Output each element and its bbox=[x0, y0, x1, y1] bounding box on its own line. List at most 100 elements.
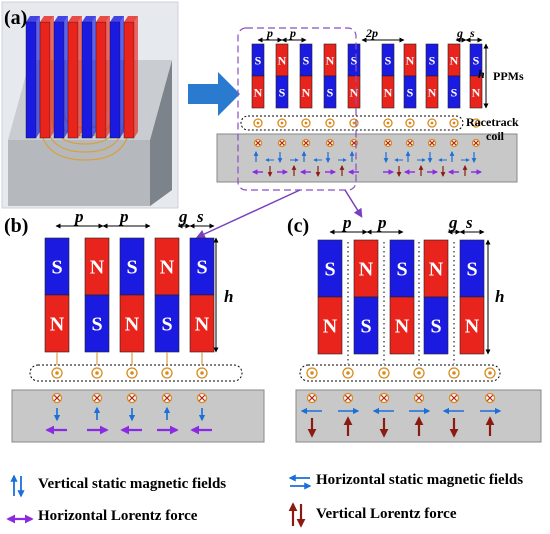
panel-c-magnet-1-top bbox=[317, 239, 343, 298]
panel-a-right-magnet-3-bottom bbox=[425, 75, 439, 109]
panel-b-label: (b) bbox=[4, 215, 28, 237]
ppm-bars-3d bbox=[25, 16, 138, 139]
panel-b-conductor-dot-1 bbox=[55, 371, 59, 375]
ppm-bar-3d-4 bbox=[67, 21, 79, 139]
panel-c-field-arrows bbox=[300, 407, 502, 438]
panel-a-left-magnet-4-bottom bbox=[323, 75, 337, 109]
panel-a-right-pole-label-1-top: S bbox=[385, 53, 392, 67]
ppm-bar-3d-3 bbox=[53, 21, 65, 139]
panel-b-magnet-1-top bbox=[44, 237, 70, 296]
panel-a-dim-2p: 2p bbox=[365, 26, 378, 40]
panel-c-pole-label-2-top: N bbox=[359, 259, 374, 281]
panel-b-pole-label-5-bottom: N bbox=[195, 314, 210, 336]
panel-c-coil-conductors bbox=[306, 242, 496, 404]
panel-b-conductor-plate bbox=[11, 389, 265, 443]
panel-c-conductor-dot-3 bbox=[382, 371, 386, 375]
panel-b-pole-label-1-bottom: N bbox=[50, 314, 65, 336]
substrate-side-face bbox=[150, 60, 172, 206]
legend-vertical-field: Vertical static magnetic fields bbox=[38, 476, 226, 493]
panel-a-dim-g: g bbox=[456, 26, 463, 40]
ppm-bar-3d-7 bbox=[109, 21, 121, 139]
panel-c-conductor-dot-2 bbox=[346, 371, 350, 375]
panel-a-conductor-dot-5 bbox=[352, 121, 356, 125]
panel-a-left-pole-label-2-top: N bbox=[278, 53, 287, 67]
panel-c-pole-label-5-bottom: N bbox=[465, 316, 480, 338]
panel-c-conductor-dot-5 bbox=[452, 371, 456, 375]
transition-arrow bbox=[188, 72, 240, 116]
ppms-label: PPMs bbox=[493, 69, 524, 83]
panel-a-selection-box bbox=[237, 27, 357, 191]
ppm-bar-3d-6 bbox=[95, 21, 107, 139]
panel-a-coil-outline bbox=[240, 115, 464, 131]
panel-b-pole-label-1-top: S bbox=[51, 257, 62, 279]
panel-a-right-pole-label-5-top: S bbox=[473, 53, 480, 67]
panel-c-magnet-2-bottom bbox=[353, 296, 379, 355]
panel-b-conductor-dot-2 bbox=[95, 371, 99, 375]
panel-c-dim-p2: p bbox=[376, 213, 387, 232]
panel-a-left-pole-label-1-top: S bbox=[255, 53, 262, 67]
panel-a-left-pole-label-1-bottom: N bbox=[254, 85, 263, 99]
panel-b-dim-s: s bbox=[196, 207, 204, 226]
panel-c-pole-label-1-bottom: N bbox=[323, 316, 338, 338]
panel-a-label: (a) bbox=[4, 7, 27, 29]
panel-a-right-pole-label-2-top: N bbox=[406, 53, 415, 67]
panel-a-left-pole-label-4-bottom: S bbox=[327, 85, 334, 99]
legend-icons bbox=[6, 474, 312, 528]
ppm-bar-3d-8 bbox=[123, 21, 135, 139]
panel-c-magnet-5-bottom bbox=[459, 296, 485, 355]
panel-b-dim-p1: p bbox=[73, 207, 84, 226]
panel-a-conductor-dot-4 bbox=[328, 121, 332, 125]
panel-a-left-pole-label-4-top: N bbox=[326, 53, 335, 67]
panel-c-conductor-dot-6 bbox=[488, 371, 492, 375]
panel-a-conductor-dot-9 bbox=[452, 121, 456, 125]
panel-a-3d-illustration bbox=[1, 1, 179, 209]
panel-c-magnet-4-bottom bbox=[423, 296, 449, 355]
panel-a-left-pole-label-5-bottom: N bbox=[350, 85, 359, 99]
panel-a-left-magnet-1-bottom bbox=[251, 75, 265, 109]
horizontal-field-legend-icon bbox=[288, 474, 312, 490]
panel-c-dim-p1: p bbox=[341, 213, 352, 232]
panel-a-conductor-dot-7 bbox=[408, 121, 412, 125]
panel-b-magnet-3-top bbox=[119, 237, 145, 296]
panel-c-magnet-1-bottom bbox=[317, 296, 343, 355]
panel-a-right-magnet-5-bottom bbox=[469, 75, 483, 109]
panel-b-conductor-dot-4 bbox=[165, 371, 169, 375]
panel-a-left-pole-label-3-top: S bbox=[303, 53, 310, 67]
panel-a-left-magnet-3-bottom bbox=[299, 75, 313, 109]
legend-horizontal-field: Horizontal static magnetic fields bbox=[316, 472, 523, 489]
panel-c-conductor-dot-4 bbox=[417, 371, 421, 375]
legend-vertical-force-text: Vertical Lorentz force bbox=[316, 506, 457, 522]
panel-a-right-pole-label-3-top: S bbox=[429, 53, 436, 67]
panel-b-conductor-dot-3 bbox=[130, 371, 134, 375]
panel-a-right-pole-label-1-bottom: N bbox=[384, 85, 393, 99]
panel-c-coil-outline bbox=[299, 364, 501, 382]
panel-a-right-magnet-2-bottom bbox=[403, 75, 417, 109]
panel-c-dim-h: h bbox=[495, 287, 504, 306]
panel-a-conductor-dot-10 bbox=[474, 121, 478, 125]
substrate-front-face bbox=[8, 140, 150, 206]
panel-a-left-pole-label-2-bottom: S bbox=[279, 85, 286, 99]
panel-a-conductor-dot-3 bbox=[304, 121, 308, 125]
panel-c-conductor-dot-1 bbox=[310, 371, 314, 375]
panel-b-magnet-1-bottom bbox=[44, 294, 70, 353]
panel-a-coil-conductors bbox=[253, 118, 481, 148]
panel-a-right-magnet-4-bottom bbox=[447, 75, 461, 109]
panel-a-conductor-dot-6 bbox=[386, 121, 390, 125]
panel-a-right-pole-label-4-top: N bbox=[450, 53, 459, 67]
panel-b-coil-outline bbox=[29, 364, 243, 382]
panel-a-field-arrows bbox=[251, 151, 483, 177]
panel-c-magnet-5-top bbox=[459, 239, 485, 298]
panel-b-pole-label-4-top: N bbox=[160, 257, 175, 279]
legend-horizontal-force: Horizontal Lorentz force bbox=[38, 508, 197, 525]
panel-b-magnet-4-top bbox=[154, 237, 180, 296]
panel-a-right-pole-label-4-bottom: S bbox=[451, 85, 458, 99]
panel-b-dim-h: h bbox=[224, 287, 233, 306]
panel-a-dim-p2: p bbox=[289, 26, 296, 40]
panel-a-left-magnet-2-bottom bbox=[275, 75, 289, 109]
panel-b-magnet-2-top bbox=[84, 237, 110, 296]
